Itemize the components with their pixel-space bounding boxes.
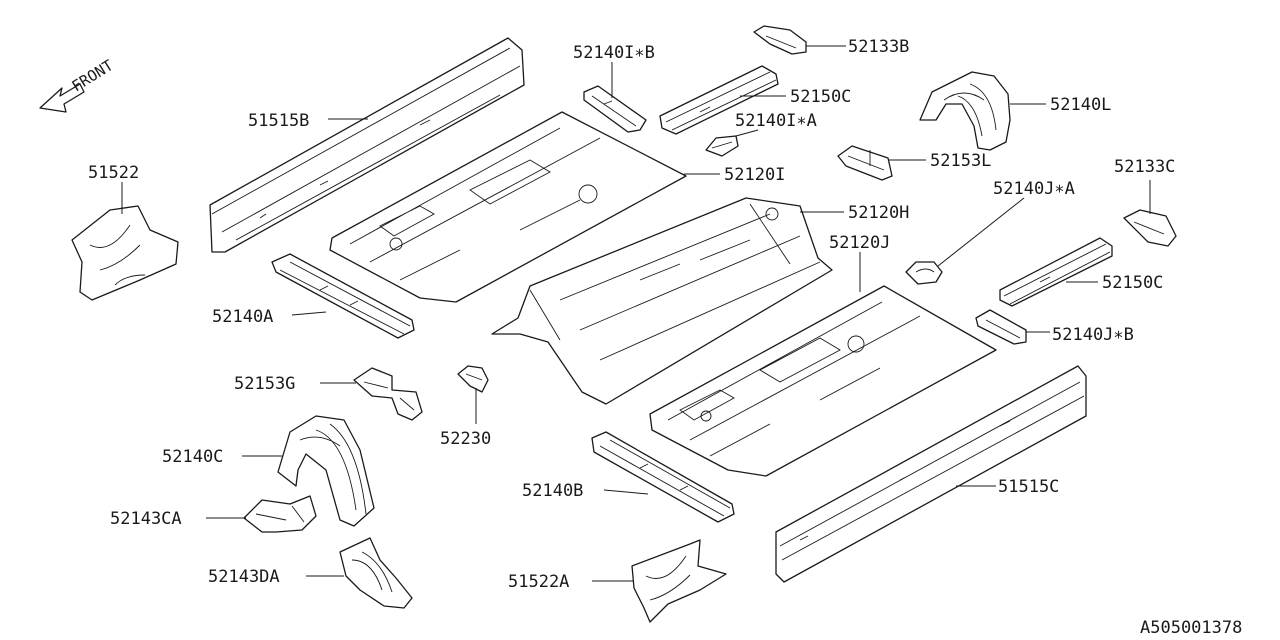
label-52133B: 52133B (848, 37, 909, 57)
part-52140IB[interactable] (583, 85, 647, 133)
label-52140B: 52140B (522, 481, 583, 501)
part-52140C[interactable] (277, 415, 375, 527)
label-52140IB: 52140I∗B (573, 43, 655, 63)
label-52140C: 52140C (162, 447, 223, 467)
part-51515B[interactable] (209, 37, 525, 253)
leader-52140A (291, 311, 327, 316)
part-52120H[interactable] (491, 197, 833, 405)
label-52153L: 52153L (930, 151, 991, 171)
label-52150C-top: 52150C (790, 87, 851, 107)
label-51515C: 51515C (998, 477, 1059, 497)
part-52140JA[interactable] (905, 261, 943, 285)
label-52150C-right: 52150C (1102, 273, 1163, 293)
label-52133C: 52133C (1114, 157, 1175, 177)
part-52143DA[interactable] (339, 537, 413, 609)
part-52140JB[interactable] (975, 309, 1027, 345)
part-51522A[interactable] (631, 539, 727, 623)
label-51522A: 51522A (508, 572, 569, 592)
part-52140IA[interactable] (705, 135, 739, 157)
part-52140A[interactable] (271, 253, 415, 339)
part-52150C-right[interactable] (999, 237, 1113, 307)
part-52153G[interactable] (353, 367, 423, 421)
leader-52140IA (735, 129, 759, 137)
label-52120J: 52120J (829, 233, 890, 253)
label-52143CA: 52143CA (110, 509, 182, 529)
diagram-id: A505001378 (1140, 618, 1242, 638)
label-52140JA: 52140J∗A (993, 179, 1075, 199)
part-52150C-top[interactable] (659, 65, 779, 135)
part-52153L[interactable] (837, 145, 893, 181)
part-52120I[interactable] (329, 111, 687, 303)
part-52133C[interactable] (1123, 209, 1177, 247)
leader-52140B (603, 489, 649, 495)
part-52133B[interactable] (753, 25, 807, 55)
leader-52140JA (937, 197, 1025, 267)
label-52140JB: 52140J∗B (1052, 325, 1134, 345)
label-52140IA: 52140I∗A (735, 111, 817, 131)
label-52143DA: 52143DA (208, 567, 280, 587)
part-51515C[interactable] (775, 365, 1087, 583)
part-52140L[interactable] (919, 71, 1011, 151)
part-52120J[interactable] (649, 285, 997, 477)
label-52120H: 52120H (848, 203, 909, 223)
part-52143CA[interactable] (243, 495, 317, 533)
label-51515B: 51515B (248, 111, 309, 131)
front-label: FRONT (69, 56, 117, 95)
label-52140A: 52140A (212, 307, 273, 327)
label-52120I: 52120I (724, 165, 785, 185)
front-arrow-icon (39, 83, 85, 113)
part-52140B[interactable] (591, 431, 735, 523)
label-52153G: 52153G (234, 374, 295, 394)
label-51522: 51522 (88, 163, 139, 183)
part-52230[interactable] (457, 365, 489, 393)
part-51522[interactable] (71, 205, 179, 301)
label-52230: 52230 (440, 429, 491, 449)
label-52140L: 52140L (1050, 95, 1111, 115)
